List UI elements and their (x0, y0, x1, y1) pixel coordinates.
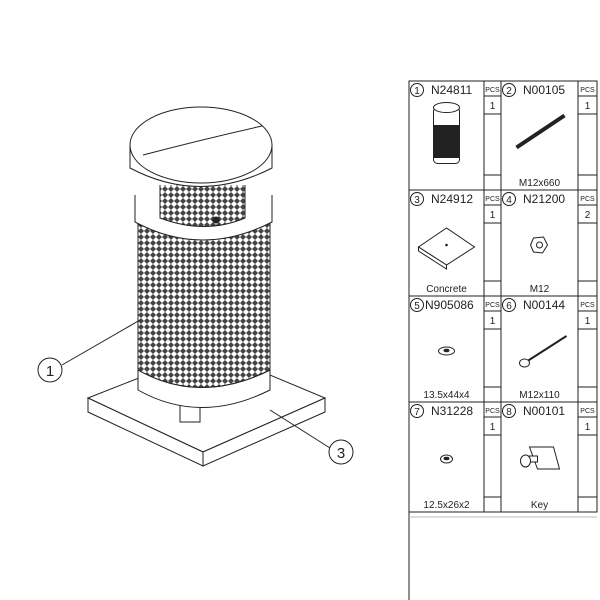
pcs-header: PCS (485, 196, 500, 203)
callout-number: 1 (46, 363, 54, 380)
callout-1: 1 (37, 319, 141, 383)
bolt-icon (519, 335, 568, 368)
nut-icon (529, 236, 549, 254)
part-number: 7 (414, 407, 420, 418)
part-number: 8 (506, 407, 512, 418)
part-qty: 1 (490, 101, 496, 112)
bollard (129, 106, 273, 423)
pcs-header: PCS (580, 408, 595, 415)
part-number: 1 (414, 86, 420, 97)
part-description: 12.5x26x2 (423, 500, 470, 511)
washer-icon (440, 454, 453, 464)
part-code: N905086 (425, 298, 474, 312)
part-qty: 1 (585, 101, 591, 112)
part-number-circle (502, 404, 516, 418)
key-icon (520, 446, 561, 470)
part-number: 2 (506, 86, 512, 97)
part-qty: 1 (490, 422, 496, 433)
callout-3: 3 (269, 409, 354, 465)
part-number: 3 (414, 195, 420, 206)
part-cell-1: 1 N24811 PCS 1 (408, 80, 502, 191)
part-description: M12 (530, 284, 550, 295)
part-qty: 1 (490, 210, 496, 221)
part-description: M12x660 (519, 178, 561, 189)
part-qty: 1 (490, 316, 496, 327)
part-description: M12x110 (519, 390, 560, 401)
part-code: N00105 (523, 83, 565, 97)
part-cell-5: 5 N905086 PCS 1 13.5x44x4 (408, 295, 502, 403)
pcs-header: PCS (485, 87, 500, 94)
part-description: 13.5x44x4 (423, 390, 470, 401)
part-number-circle (502, 192, 516, 206)
part-number-circle (410, 83, 424, 97)
bollard-icon (433, 102, 460, 164)
part-qty: 2 (585, 210, 591, 221)
part-number-circle (410, 192, 424, 206)
part-number-circle (502, 83, 516, 97)
threaded-rod-icon (515, 113, 566, 150)
pcs-header: PCS (580, 302, 595, 309)
part-number-circle (410, 404, 424, 418)
part-number: 6 (506, 301, 512, 312)
washer-icon (438, 346, 455, 356)
pcs-header: PCS (485, 302, 500, 309)
part-code: N24912 (431, 192, 473, 206)
part-code: N00101 (523, 404, 565, 418)
pcs-header: PCS (580, 87, 595, 94)
part-code: N31228 (431, 404, 473, 418)
part-code: N24811 (431, 83, 472, 97)
part-description: Concrete (426, 284, 467, 295)
part-number: 4 (506, 195, 512, 206)
pcs-header: PCS (580, 196, 595, 203)
pcs-header: PCS (485, 408, 500, 415)
part-number-circle (410, 298, 424, 312)
part-description: Key (531, 500, 548, 511)
part-number: 5 (414, 301, 420, 312)
part-number-circle (502, 298, 516, 312)
concrete-plate-icon (417, 227, 476, 270)
callout-number: 3 (337, 445, 345, 462)
part-cell-7: 7 N31228 PCS 1 12.5x26x2 (408, 401, 502, 513)
part-qty: 1 (585, 422, 591, 433)
part-code: N00144 (523, 298, 565, 312)
part-qty: 1 (585, 316, 591, 327)
part-code: N21200 (523, 192, 565, 206)
